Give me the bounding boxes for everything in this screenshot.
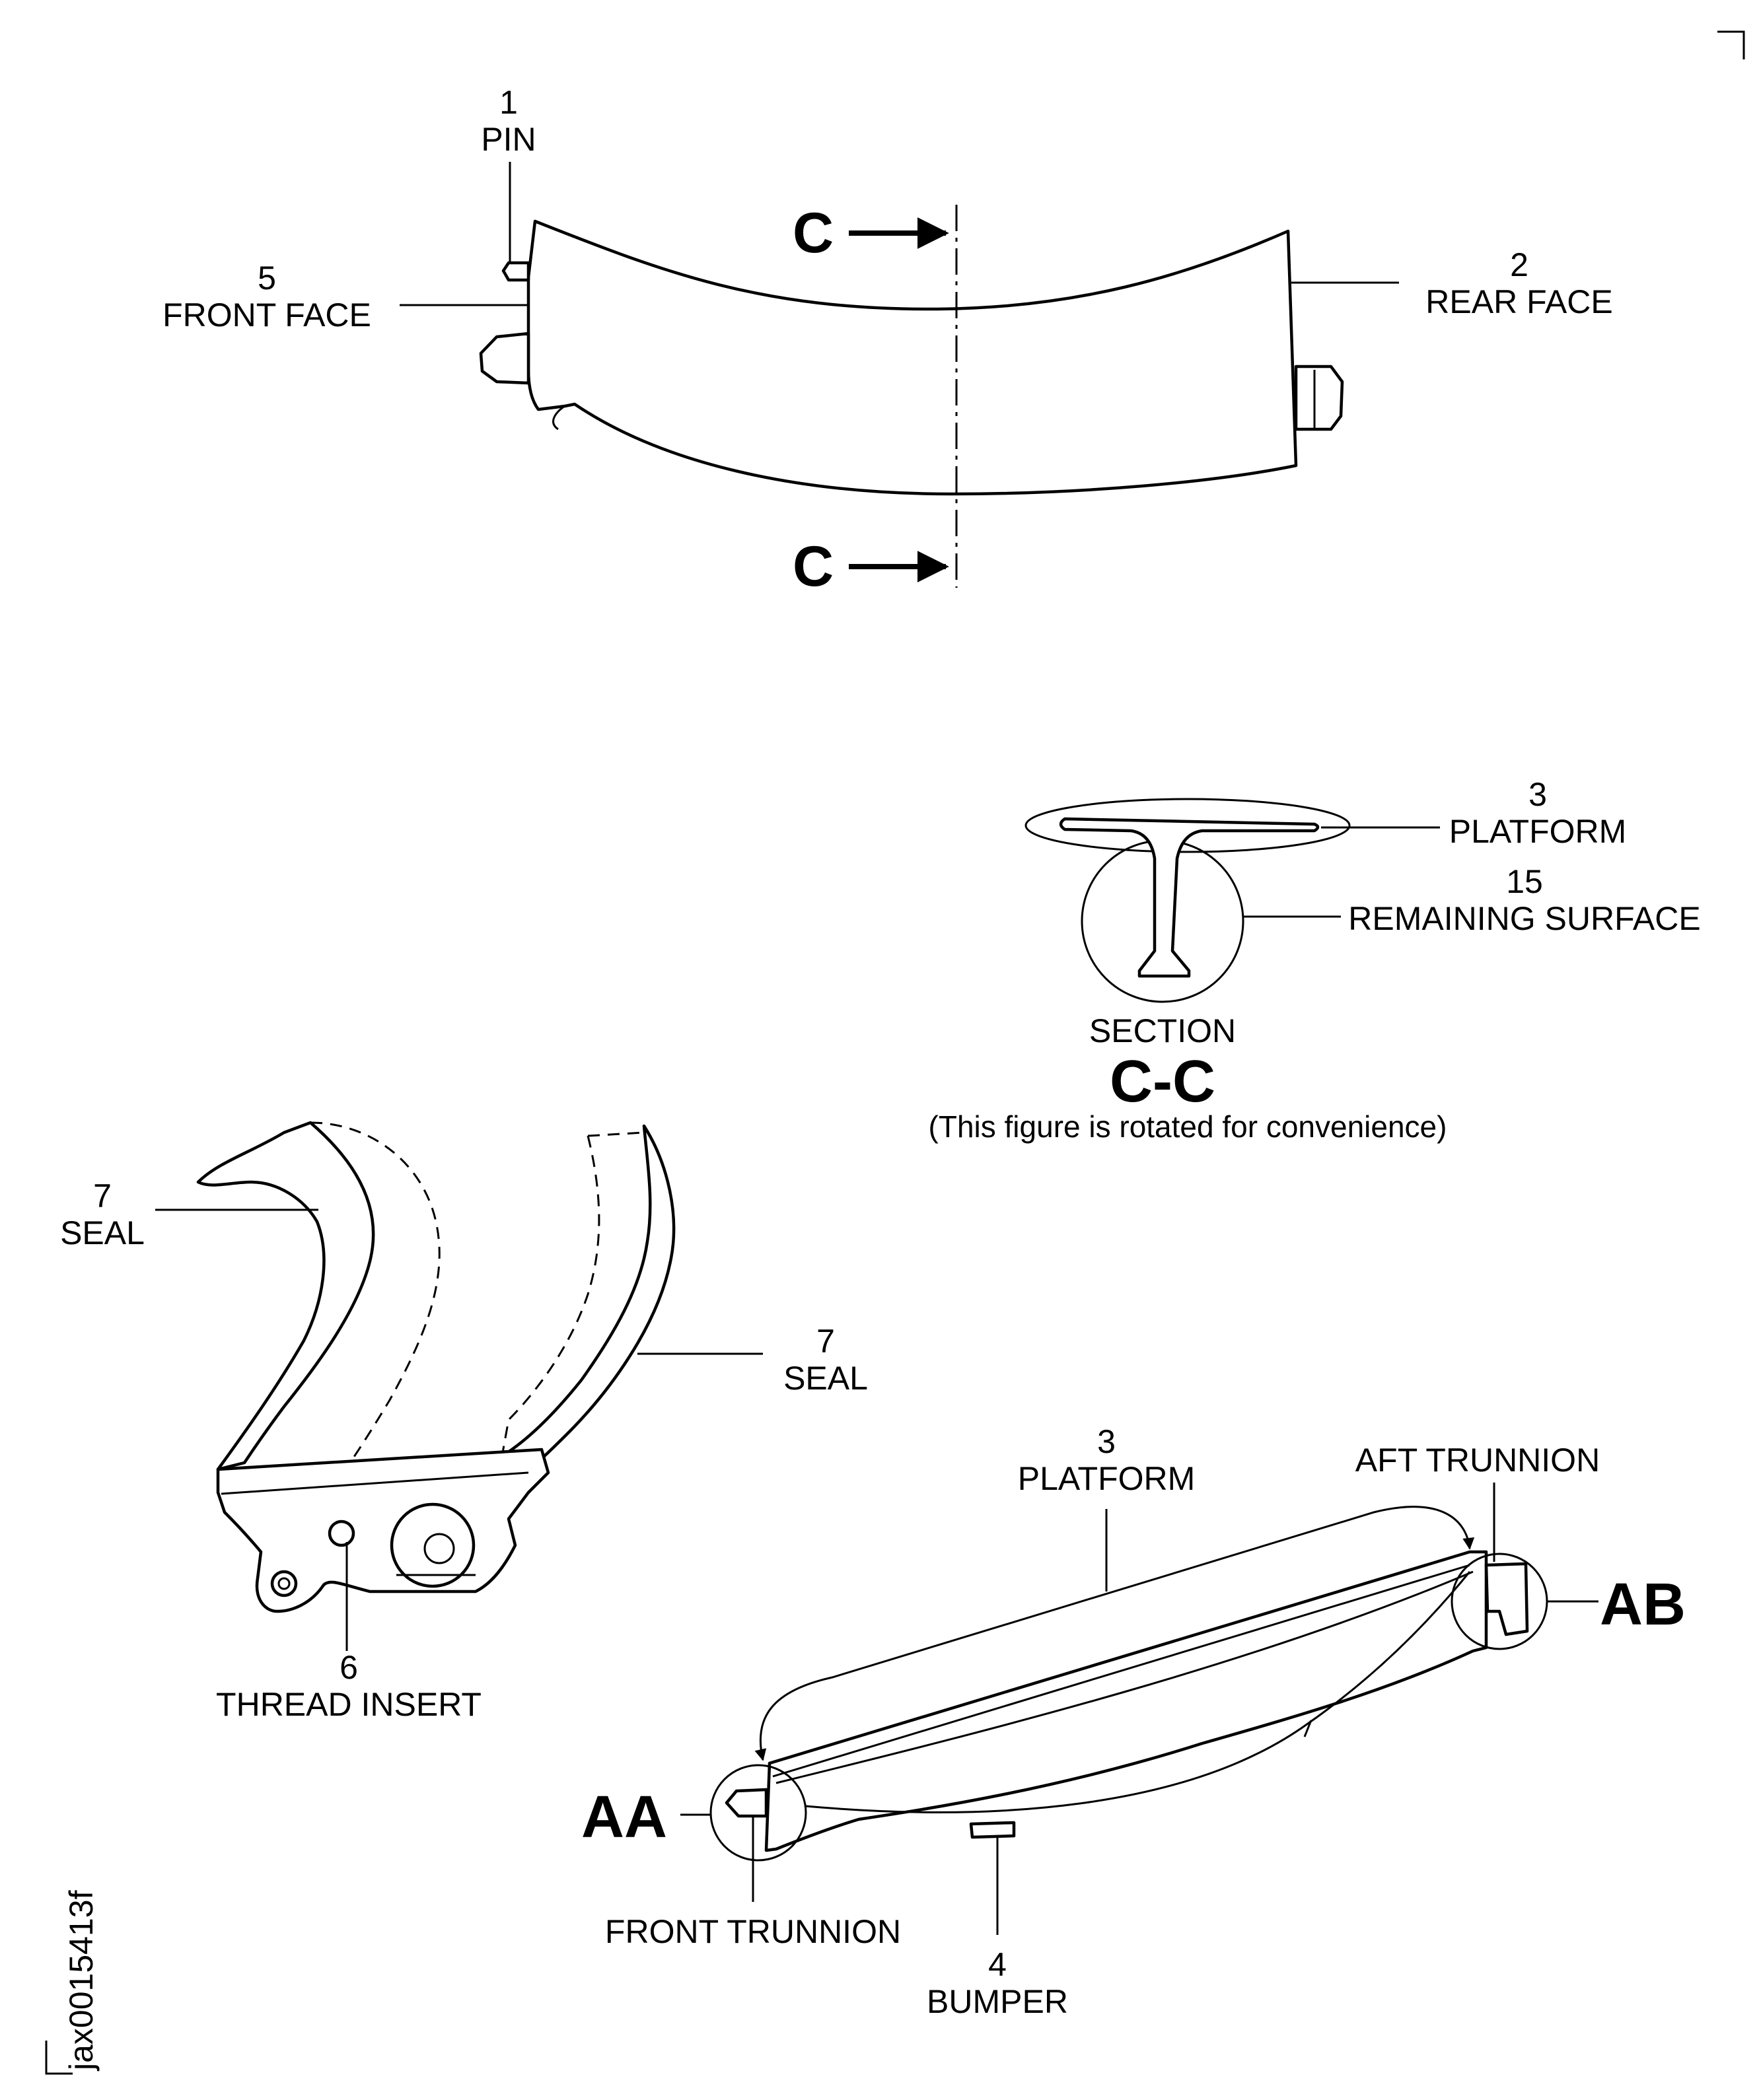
rear-face-number: 2 [1510, 246, 1528, 283]
vane-side-view [479, 205, 1344, 588]
section-heading: SECTION [1089, 1012, 1236, 1049]
pin-number: 1 [499, 84, 518, 121]
figure-id: jax0015413f [63, 1890, 100, 2072]
section-note: (This figure is rotated for convenience) [929, 1109, 1447, 1144]
detail-marker-aa: AA [581, 1784, 667, 1850]
front-face-number: 5 [258, 260, 276, 297]
section-cc-view [1024, 798, 1351, 1003]
rear-face-label: REAR FACE [1425, 283, 1612, 320]
platform-iso-label: PLATFORM [1018, 1460, 1196, 1497]
seal-arm-left [196, 1121, 375, 1471]
section-id: C-C [1110, 1049, 1215, 1115]
aft-trunnion-label: AFT TRUNNION [1355, 1442, 1600, 1479]
front-trunnion-label: FRONT TRUNNION [605, 1913, 901, 1950]
section-marker-bottom: C [793, 535, 834, 598]
platform-section-label: PLATFORM [1449, 813, 1627, 850]
bumper-number: 4 [988, 1946, 1007, 1983]
corner-mark-top-right [1717, 30, 1745, 59]
platform-iso-view [709, 1506, 1548, 1862]
thread-insert-number: 6 [340, 1649, 358, 1686]
aft-trunnion [1484, 1562, 1529, 1636]
detail-marker-ab: AB [1600, 1572, 1686, 1638]
front-face-label: FRONT FACE [162, 297, 371, 333]
section-profile [1059, 817, 1320, 978]
platform-span-arrow [754, 1506, 1475, 1761]
platform-iso-number: 3 [1097, 1423, 1116, 1460]
seal-arm-right [500, 1124, 676, 1475]
rear-pin [1294, 365, 1344, 431]
seal-iso-view [196, 1121, 676, 1613]
bumper [969, 1821, 1016, 1839]
front-pin-upper [501, 261, 530, 282]
detail-aa-circle [709, 1764, 807, 1862]
platform-body [764, 1550, 1488, 1852]
platform-section-number: 3 [1528, 776, 1547, 813]
seal-right-label: SEAL [783, 1360, 868, 1397]
seal-left-number: 7 [93, 1177, 112, 1214]
pin-hole [270, 1570, 298, 1597]
section-marker-top: C [793, 201, 834, 265]
seal-right-hidden-edge [501, 1131, 645, 1457]
remaining-surface-number: 15 [1506, 863, 1543, 900]
trunnion-disc [390, 1502, 476, 1588]
front-trunnion [725, 1788, 768, 1818]
corner-mark-bottom-left [45, 2041, 73, 2075]
vane-body [526, 219, 1298, 496]
pin-label: PIN [481, 121, 536, 158]
bumper-label: BUMPER [927, 1983, 1068, 2020]
front-pin-lower [479, 332, 530, 385]
platform-highlight [1024, 798, 1351, 853]
seal-left-label: SEAL [60, 1214, 145, 1251]
vane-edge-detail [552, 405, 565, 431]
seal-right-number: 7 [816, 1323, 835, 1360]
thread-insert-label: THREAD INSERT [216, 1686, 482, 1723]
remaining-surface-label: REMAINING SURFACE [1348, 900, 1700, 937]
thread-insert-hole [328, 1520, 355, 1547]
